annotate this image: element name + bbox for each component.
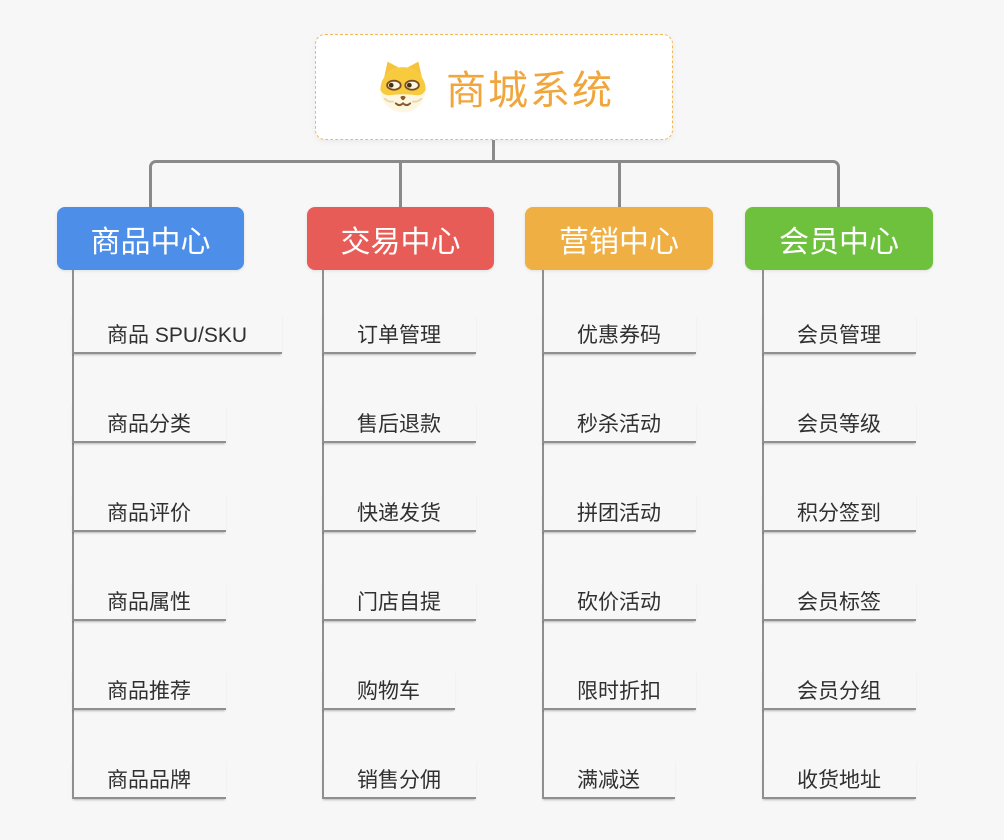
leaf-node[interactable]: 积分签到 [762, 492, 916, 532]
leaf-node[interactable]: 商品品牌 [72, 759, 226, 799]
leaf-node[interactable]: 订单管理 [322, 314, 476, 354]
branch-drop-connector [618, 162, 621, 207]
leaf-node[interactable]: 会员分组 [762, 670, 916, 710]
root-title: 商城系统 [446, 69, 614, 113]
leaf-node[interactable]: 购物车 [322, 670, 455, 710]
leaf-node[interactable]: 会员等级 [762, 403, 916, 443]
leaf-node[interactable]: 商品推荐 [72, 670, 226, 710]
leaf-node[interactable]: 门店自提 [322, 581, 476, 621]
leaf-node[interactable]: 会员标签 [762, 581, 916, 621]
leaf-node[interactable]: 商品属性 [72, 581, 226, 621]
branch-node-product-center[interactable]: 商品中心 [57, 207, 244, 270]
leaf-node[interactable]: 售后退款 [322, 403, 476, 443]
leaf-node[interactable]: 满减送 [542, 759, 675, 799]
leaf-node[interactable]: 快递发货 [322, 492, 476, 532]
branch-bus-connector [149, 160, 840, 207]
leaf-node[interactable]: 砍价活动 [542, 581, 696, 621]
leaf-node[interactable]: 商品 SPU/SKU [72, 314, 283, 354]
leaf-node[interactable]: 商品评价 [72, 492, 226, 532]
leaf-node[interactable]: 商品分类 [72, 403, 226, 443]
leaf-node[interactable]: 会员管理 [762, 314, 916, 354]
dog-face-icon [374, 58, 432, 116]
branch-node-trade-center[interactable]: 交易中心 [307, 207, 494, 270]
leaf-node[interactable]: 限时折扣 [542, 670, 696, 710]
leaf-node[interactable]: 优惠券码 [542, 314, 696, 354]
leaf-node[interactable]: 秒杀活动 [542, 403, 696, 443]
branch-drop-connector [399, 162, 402, 207]
leaf-node[interactable]: 收货地址 [762, 759, 916, 799]
leaf-node[interactable]: 拼团活动 [542, 492, 696, 532]
root-stem-connector [492, 140, 495, 163]
root-node[interactable]: 商城系统 [315, 34, 673, 140]
branch-node-marketing-center[interactable]: 营销中心 [525, 207, 713, 270]
leaf-node[interactable]: 销售分佣 [322, 759, 476, 799]
branch-node-member-center[interactable]: 会员中心 [745, 207, 933, 270]
